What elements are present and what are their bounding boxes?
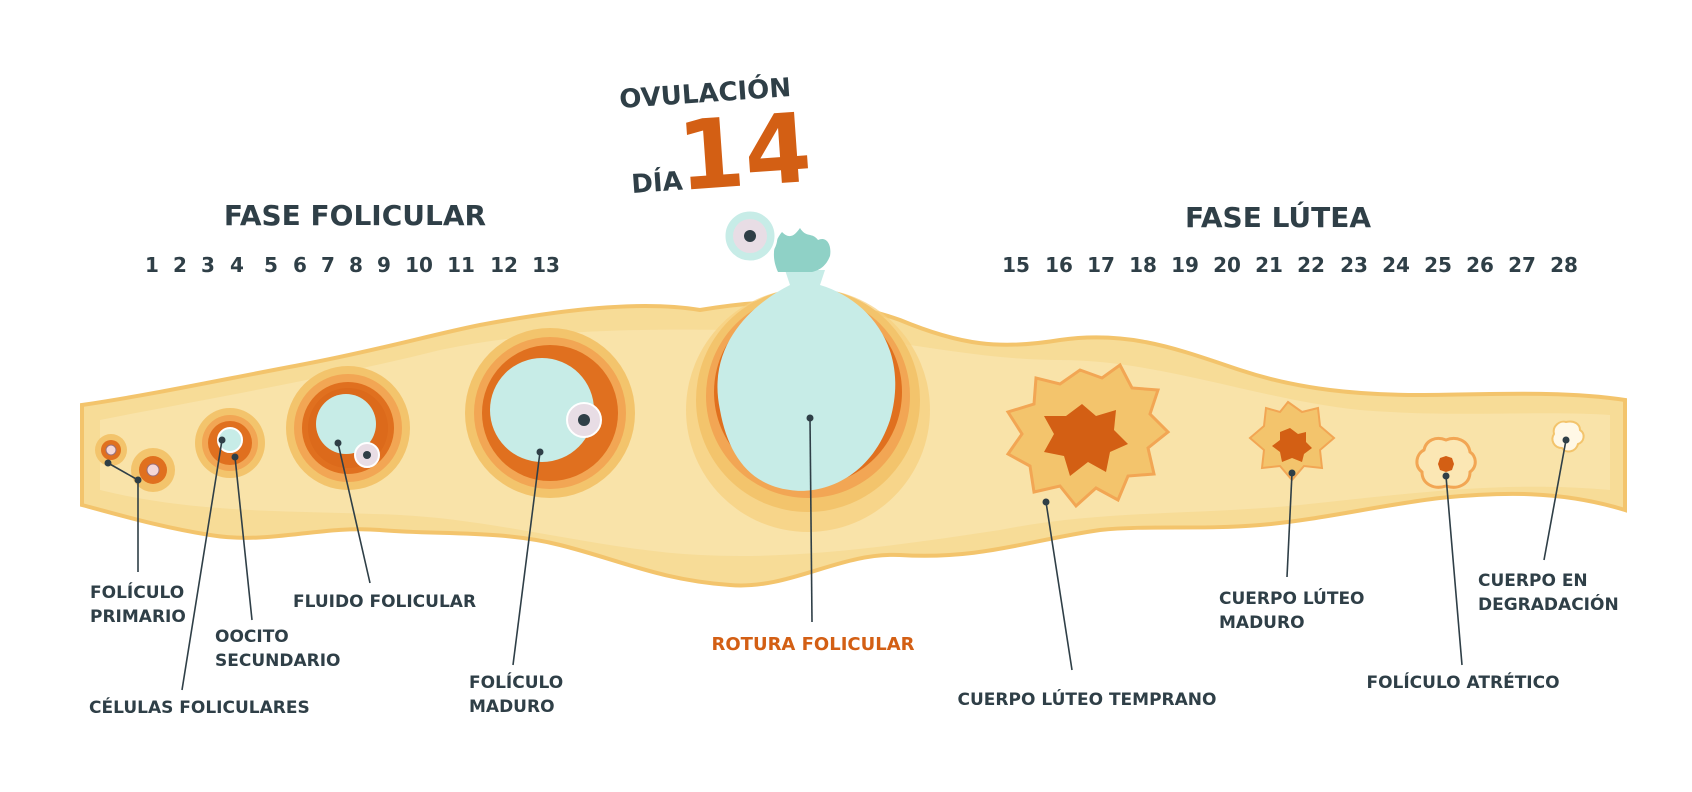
day-number: 17 [1087,253,1115,277]
luteal-days: 15 16 17 18 19 20 21 22 23 24 25 26 27 28 [1002,253,1578,277]
day-number: 15 [1002,253,1030,277]
day-number: 25 [1424,253,1452,277]
day-number: 5 [264,253,278,277]
labels: FOLÍCULO PRIMARIO CÉLULAS FOLICULARES OO… [89,571,1619,718]
ovulation-day-number: 14 [674,92,815,213]
day-number: 23 [1340,253,1368,277]
label-early-corpus-luteum: CUERPO LÚTEO TEMPRANO [958,688,1217,710]
day-number: 12 [490,253,518,277]
day-number: 7 [321,253,335,277]
secondary-follicle [195,408,265,478]
day-number: 3 [201,253,215,277]
ovulation-title: OVULACIÓN DÍA 14 [618,71,815,213]
label-mature-follicle: FOLÍCULO MADURO [469,671,569,717]
day-number: 22 [1297,253,1325,277]
day-number: 28 [1550,253,1578,277]
day-number: 6 [293,253,307,277]
leader-lines [104,414,1570,691]
day-number: 10 [405,253,433,277]
antral-follicle [286,366,410,490]
label-follicular-fluid: FLUIDO FOLICULAR [293,592,476,612]
day-number: 18 [1129,253,1157,277]
day-number: 19 [1171,253,1199,277]
atretic-follicle [1415,436,1477,489]
label-atretic-follicle: FOLÍCULO ATRÉTICO [1366,671,1559,693]
label-follicular-cells: CÉLULAS FOLICULARES [89,696,310,718]
day-number: 13 [532,253,560,277]
degrading-body [1551,420,1585,453]
mature-follicle [465,328,635,498]
label-mature-corpus-luteum: CUERPO LÚTEO MADURO [1219,587,1370,633]
day-number: 8 [349,253,363,277]
day-word: DÍA [630,164,683,200]
mature-corpus-luteum [1248,400,1336,482]
primary-follicles [95,434,175,492]
day-number: 1 [145,253,159,277]
day-number: 26 [1466,253,1494,277]
day-number: 20 [1213,253,1241,277]
day-number: 27 [1508,253,1536,277]
label-degrading-body: CUERPO EN DEGRADACIÓN [1478,571,1619,615]
day-number: 24 [1382,253,1410,277]
label-secondary-oocyte: OOCITO SECUNDARIO [215,627,341,671]
follicular-phase-title: FASE FOLICULAR [224,199,486,232]
early-corpus-luteum [1005,362,1171,509]
rupturing-follicle [686,208,930,532]
day-number: 11 [447,253,475,277]
luteal-phase-title: FASE LÚTEA [1185,200,1371,234]
day-number: 16 [1045,253,1073,277]
label-follicular-rupture: ROTURA FOLICULAR [712,634,915,655]
label-primary-follicle: FOLÍCULO PRIMARIO [90,581,190,627]
day-number: 21 [1255,253,1283,277]
day-number: 4 [230,253,244,277]
day-number: 9 [377,253,391,277]
day-number: 2 [173,253,187,277]
